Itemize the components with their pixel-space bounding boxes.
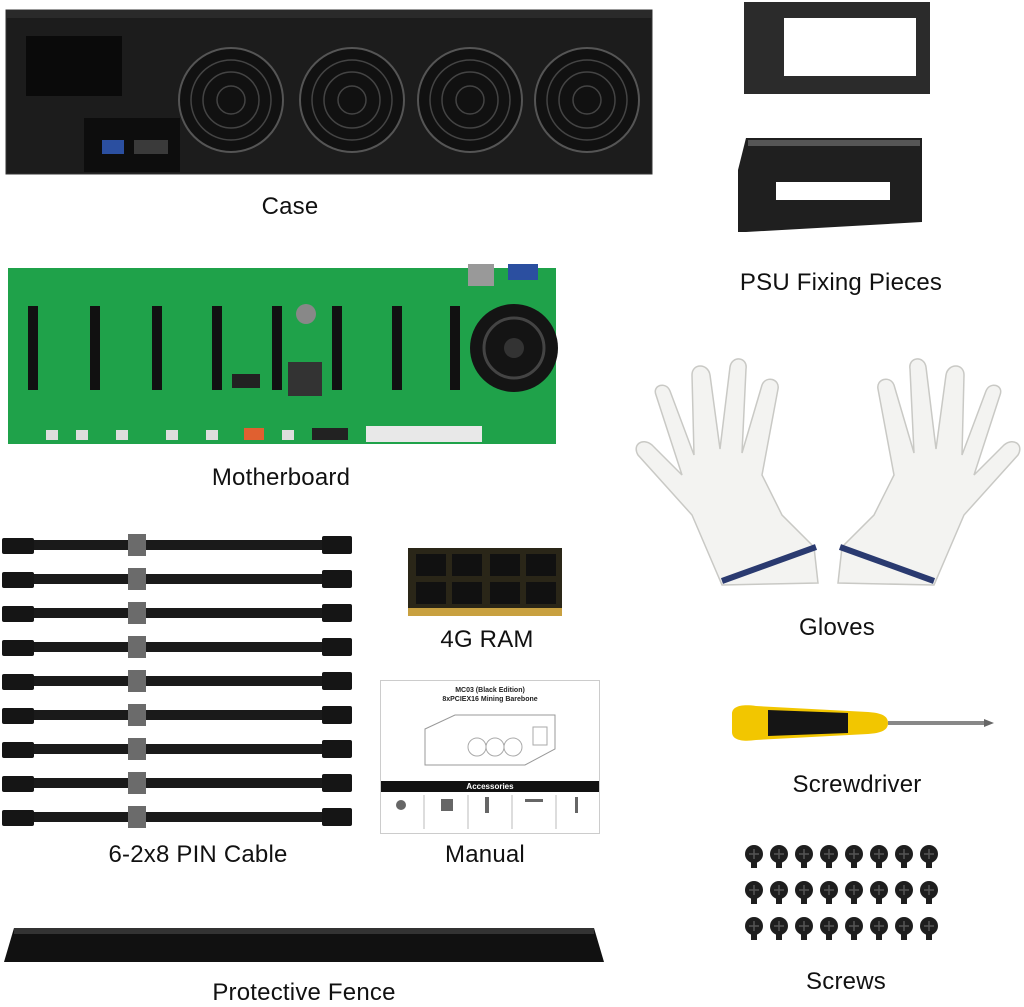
gloves-label: Gloves [799,614,875,641]
psu-fixing-image [736,0,936,235]
fence-image [2,924,606,966]
psu-fixing-label: PSU Fixing Pieces [739,269,943,296]
motherboard-label: Motherboard [211,464,351,491]
motherboard-image [6,262,558,446]
ram-image [406,546,564,618]
manual-title: MC03 (Black Edition) [455,687,525,694]
cable-label: 6-2x8 PIN Cable [108,841,288,868]
gloves-image [632,345,1024,590]
ram-label: 4G RAM [440,626,534,653]
case-label: Case [261,193,319,220]
screws-image [742,840,948,944]
manual-image: MC03 (Black Edition) 8xPCIEX16 Mining Ba… [380,680,600,834]
fence-label: Protective Fence [212,979,396,1006]
screwdriver-label: Screwdriver [792,771,922,798]
case-image [4,8,654,176]
manual-label: Manual [445,841,525,868]
screwdriver-image [728,702,996,744]
manual-subtitle: 8xPCIEX16 Mining Barebone [442,696,538,703]
cable-image [2,532,354,830]
screws-label: Screws [806,968,886,995]
manual-accessories-heading: Accessories [381,781,599,792]
